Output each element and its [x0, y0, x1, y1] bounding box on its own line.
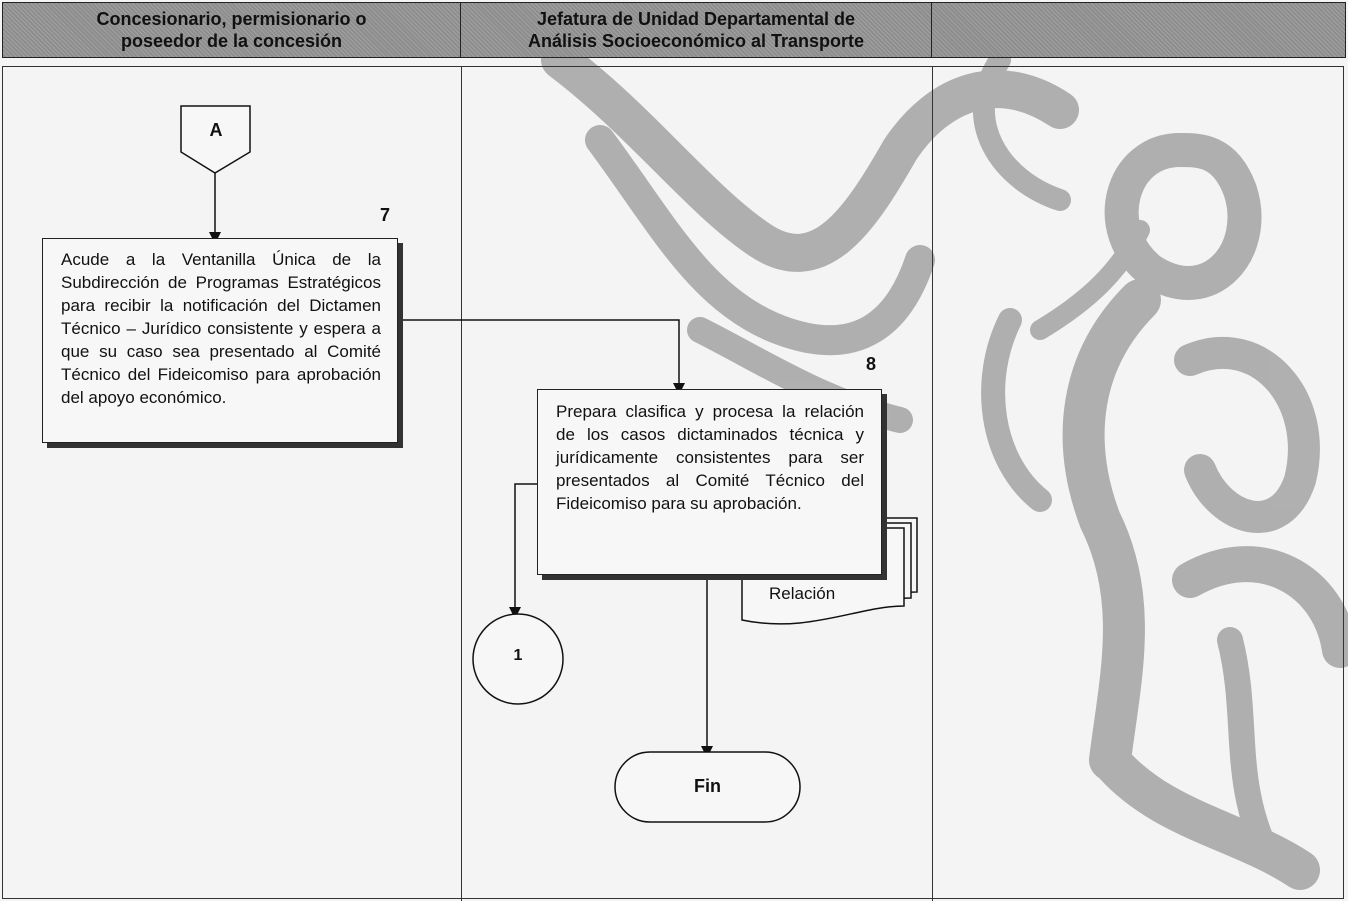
connector-a-label: A [209, 120, 223, 140]
connector-1-circle [472, 613, 564, 705]
step-8-number: 8 [866, 354, 877, 374]
end-label: Fin [694, 776, 721, 796]
step-7-text: Acude a la Ventanilla Única de la Subdir… [61, 250, 381, 407]
lane-divider [461, 66, 462, 901]
step-8-box: Prepara clasifica y procesa la relación … [537, 389, 882, 575]
arrow-8-to-1 [509, 483, 537, 619]
step-7-box: Acude a la Ventanilla Única de la Subdir… [42, 238, 398, 443]
lane-title-concesionario: Concesionario, permisionario o poseedor … [3, 3, 461, 57]
arrow-7-to-8 [398, 319, 685, 395]
connector-1-label: 1 [513, 647, 523, 664]
lane-title-line: Concesionario, permisionario o [96, 9, 367, 29]
lane-title-line: Jefatura de Unidad Departamental de [536, 9, 856, 29]
step-8-text: Prepara clasifica y procesa la relación … [556, 402, 864, 513]
end-terminator [614, 751, 801, 823]
lane-title-line: Análisis Socioeconómico al Transporte [527, 31, 865, 51]
lane-title-line: poseedor de la concesión [120, 31, 343, 51]
lane-divider [932, 66, 933, 901]
step-7-number: 7 [380, 205, 391, 225]
document-relacion-label: Relación [769, 584, 836, 603]
lanes-frame [2, 66, 1344, 899]
lane-title-jefatura: Jefatura de Unidad Departamental de Anál… [461, 3, 932, 57]
lane-header: Concesionario, permisionario o poseedor … [2, 2, 1346, 58]
offpage-connector-a [180, 105, 251, 174]
